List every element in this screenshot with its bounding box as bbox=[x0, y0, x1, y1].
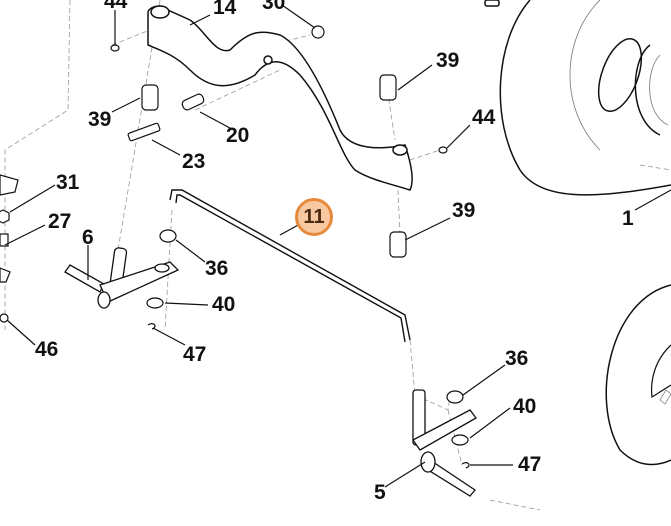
wheel-rear-right bbox=[605, 284, 671, 466]
assembly-guides bbox=[4, 0, 671, 511]
part-27-bolt bbox=[0, 233, 9, 247]
callout-part-27[interactable]: 27 bbox=[48, 210, 72, 233]
part-47-clip bbox=[461, 462, 470, 469]
callout-part-40[interactable]: 40 bbox=[212, 293, 236, 316]
callout-part-46[interactable]: 46 bbox=[35, 338, 59, 361]
callout-part-39[interactable]: 39 bbox=[88, 108, 112, 131]
callout-part-39[interactable]: 39 bbox=[436, 49, 460, 72]
callout-part-1[interactable]: 1 bbox=[622, 207, 634, 230]
part-20-sleeve bbox=[181, 93, 205, 111]
callout-part-11-selected[interactable]: 11 bbox=[295, 198, 333, 236]
part-46-nut bbox=[0, 313, 9, 323]
callout-part-20[interactable]: 20 bbox=[226, 124, 250, 147]
callout-part-31[interactable]: 31 bbox=[56, 171, 80, 194]
part-39-bushing bbox=[141, 84, 159, 111]
bracket-left bbox=[0, 174, 19, 196]
part-23-bolt bbox=[127, 122, 161, 142]
part-5-spindle-right bbox=[412, 389, 477, 497]
callout-part-30[interactable]: 30 bbox=[262, 0, 286, 14]
callout-part-47[interactable]: 47 bbox=[183, 343, 207, 366]
part-44-grease-nipple bbox=[438, 146, 448, 154]
callout-part-5[interactable]: 5 bbox=[374, 481, 386, 504]
part-40-washer bbox=[146, 297, 164, 309]
callout-part-36[interactable]: 36 bbox=[205, 257, 229, 280]
part-11-tie-rod bbox=[169, 189, 411, 343]
callout-part-6[interactable]: 6 bbox=[82, 226, 94, 249]
part-30-nut bbox=[311, 25, 325, 39]
wheel-front-right bbox=[484, 0, 671, 196]
part-36-cap bbox=[446, 390, 464, 404]
callout-part-23[interactable]: 23 bbox=[182, 150, 206, 173]
leader-lines bbox=[4, 4, 671, 488]
part-31-nut bbox=[0, 209, 10, 224]
part-39-bushing bbox=[379, 74, 397, 101]
part-39-bushing bbox=[389, 231, 407, 258]
callout-part-14[interactable]: 14 bbox=[213, 0, 237, 19]
callout-part-47[interactable]: 47 bbox=[518, 453, 542, 476]
part-36-cap bbox=[159, 229, 177, 243]
callout-part-44[interactable]: 44 bbox=[104, 0, 128, 13]
callout-part-39[interactable]: 39 bbox=[452, 199, 476, 222]
callout-part-36[interactable]: 36 bbox=[505, 347, 529, 370]
part-6-spindle-left bbox=[64, 247, 180, 309]
part-44-grease-nipple bbox=[110, 44, 120, 52]
part-40-washer bbox=[451, 434, 469, 446]
callout-part-40[interactable]: 40 bbox=[513, 395, 537, 418]
callout-part-44[interactable]: 44 bbox=[472, 106, 496, 129]
part-14-steering-arm bbox=[147, 5, 413, 191]
small-parts bbox=[0, 25, 470, 469]
